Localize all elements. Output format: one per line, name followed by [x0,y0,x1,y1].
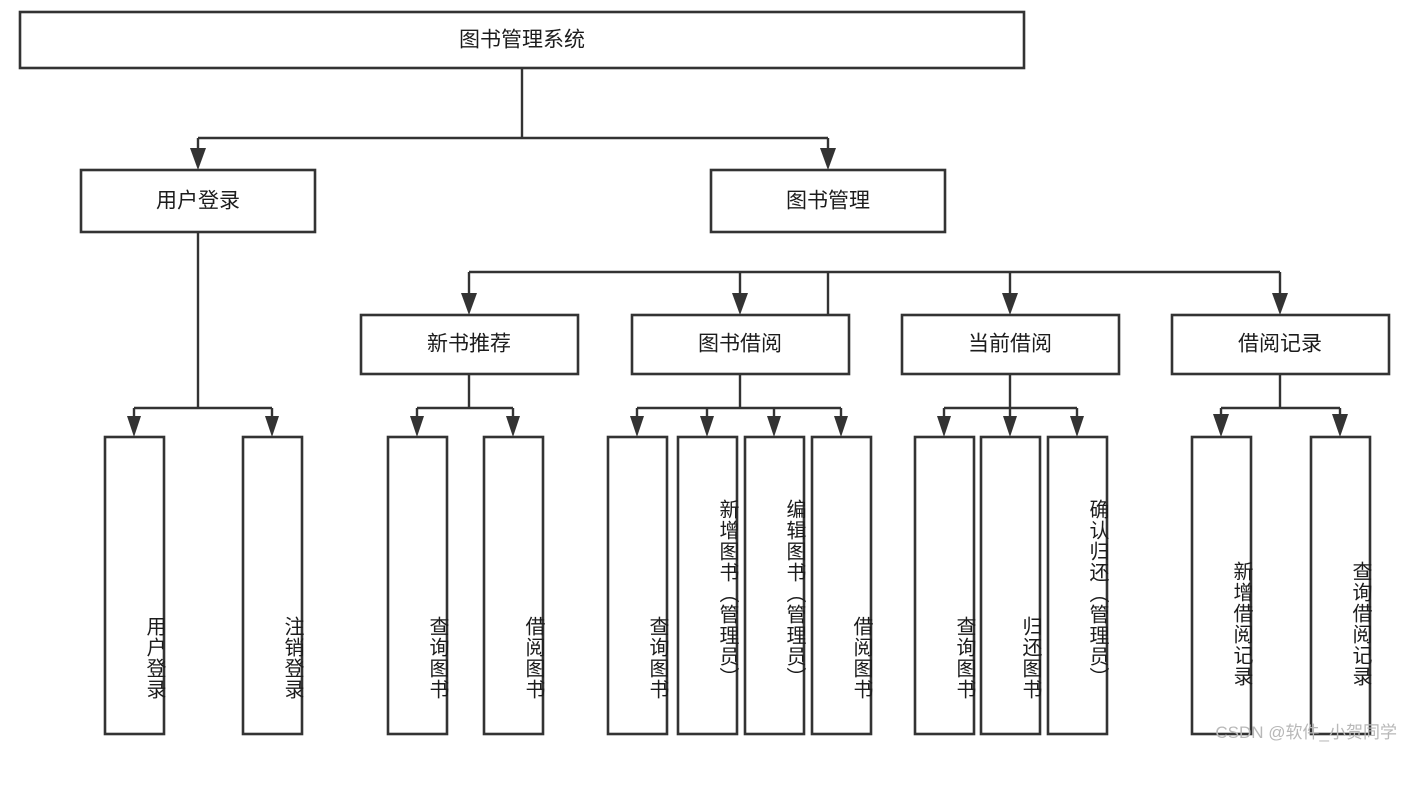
node-current-borrow[interactable]: 当前借阅 [900,313,1121,376]
connector-root-to-bus [196,68,830,160]
node-book-borrow-box[interactable] [630,313,851,376]
arrow-to-leaf-return-book [1003,416,1017,437]
node-leaf-borrow-book-box[interactable] [810,435,873,736]
node-layer: 图书管理系统 用户登录 图书管理 新书推荐 图书借阅 [18,10,1391,736]
connector-userlogin-to-leaves [132,232,274,428]
arrow-to-leaf-user-login [127,416,141,437]
node-book-manage[interactable]: 图书管理 [709,168,947,234]
node-user-login-label: 用户登录 [156,190,240,213]
arrow-to-leaf-add-record [1213,414,1229,437]
connector-bookborrow-to-leaves [635,374,843,428]
node-leaf-confirm-return-box[interactable] [1046,435,1109,736]
arrow-to-leaf-add-book [700,416,714,437]
node-leaf-user-login-box[interactable] [103,435,166,736]
node-current-borrow-box[interactable] [900,313,1121,376]
diagram-canvas: 图书管理系统 用户登录 图书管理 新书推荐 图书借阅 [18,10,1391,736]
csdn-watermark: CSDN @软件_小贺同学 [1215,723,1397,742]
node-leaf-query-book-cur-box[interactable] [913,435,976,736]
node-leaf-add-record-box[interactable] [1190,435,1253,736]
node-book-manage-label: 图书管理 [786,190,870,213]
connector-bookmanage-to-bus [467,270,1282,374]
node-current-borrow-label: 当前借阅 [968,333,1052,356]
node-borrow-record-label: 借阅记录 [1238,333,1322,356]
node-leaf-logout-box[interactable] [241,435,304,736]
arrow-to-leaf-query-book-cur [937,416,951,437]
node-leaf-query-book-rec-box[interactable] [386,435,449,736]
node-new-book-recommend-label: 新书推荐 [427,333,511,356]
node-root-box[interactable] [18,10,1026,70]
node-borrow-record-box[interactable] [1170,313,1391,376]
arrow-to-leaf-logout [265,416,279,437]
arrow-to-leaf-confirm-return [1070,416,1084,437]
node-borrow-record[interactable]: 借阅记录 [1170,313,1391,376]
org-chart-diagram: 图书管理系统 用户登录 图书管理 新书推荐 图书借阅 [18,10,1397,742]
node-leaf-edit-book-box[interactable] [743,435,806,736]
arrow-to-user-login [190,148,206,170]
node-root[interactable]: 图书管理系统 [18,10,1026,70]
arrow-to-book-borrow [732,293,748,315]
node-user-login-box[interactable] [79,168,317,234]
node-leaf-return-book-box[interactable] [979,435,1042,736]
node-book-borrow[interactable]: 图书借阅 [630,313,851,376]
arrow-to-book-manage [820,148,836,170]
node-leaf-add-book-box[interactable] [676,435,739,736]
node-leaf-query-record-box[interactable] [1309,435,1372,736]
node-new-book-recommend-box[interactable] [359,313,580,376]
node-leaf-query-book-borrow-box[interactable] [606,435,669,736]
arrow-to-borrow-record [1272,293,1288,315]
arrow-to-leaf-borrow-book [834,416,848,437]
node-book-manage-box[interactable] [709,168,947,234]
arrow-to-leaf-borrow-book-rec [506,416,520,437]
arrow-to-leaf-query-record [1332,414,1348,437]
arrow-to-leaf-query-book-rec [410,416,424,437]
arrow-to-new-book-recommend [461,293,477,315]
node-book-borrow-label: 图书借阅 [698,333,782,356]
connector-borrowrecord-to-leaves [1219,374,1342,428]
arrow-to-leaf-query-book-borrow [630,416,644,437]
node-new-book-recommend[interactable]: 新书推荐 [359,313,580,376]
connector-newbook-to-leaves [415,374,515,428]
arrow-to-leaf-edit-book [767,416,781,437]
node-user-login[interactable]: 用户登录 [79,168,317,234]
node-leaf-borrow-book-rec-box[interactable] [482,435,545,736]
arrow-to-current-borrow [1002,293,1018,315]
node-root-label: 图书管理系统 [459,29,585,52]
connector-layer [127,68,1348,437]
